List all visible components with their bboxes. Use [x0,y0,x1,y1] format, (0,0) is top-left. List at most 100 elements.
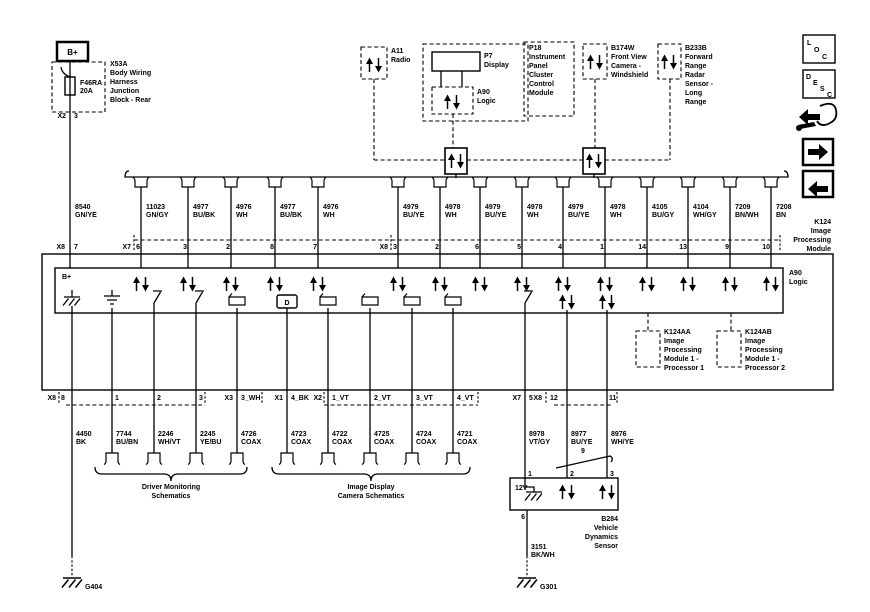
desc-letter: E [813,80,818,87]
junction-id: X53A [110,61,128,68]
serial-data-icon [471,275,489,293]
sensor-name: Vehicle [594,525,618,532]
connector-icon [444,452,462,466]
wire-color: BU/YE [485,212,507,219]
pin-label: 7 [313,244,317,251]
wire-color: COAX [457,439,478,446]
conn-label: X7 [512,395,521,402]
arrow-right-button[interactable] [801,137,835,167]
ground-icon [61,577,83,589]
wire-num: 4725 [374,431,390,438]
serial-data-icon [554,275,572,293]
sensor-name: Sensor [594,543,618,550]
logic-id: A90 [789,270,802,277]
k124-name: Image [811,228,831,235]
pin-label: 13 [679,244,687,251]
arrow-left-button[interactable] [801,169,835,199]
serial-data-icon [679,275,697,293]
pin-label: 7 [74,244,78,251]
group-label: Camera Schematics [338,493,405,500]
wire-num: 4979 [568,204,584,211]
bplus-box [55,40,90,63]
wire-num: 7208 [776,204,792,211]
k124-name: Processing [793,237,831,244]
desc-button[interactable] [802,69,836,99]
wire-num: 8977 [571,431,587,438]
radar-name: Range [685,63,707,70]
radar-name: Radar [685,72,705,79]
serial-data-icon [266,275,284,293]
pin-label: 2 [157,395,161,402]
loc-button[interactable] [802,34,836,64]
cluster-id: P18 [529,45,542,52]
conn-label: X7 [122,244,131,251]
display-name: Display [484,62,509,69]
display-logic-id: A90 [477,89,490,96]
logic-name: Logic [789,279,808,286]
pin-label: 2 [570,471,574,478]
radar-id: B233B [685,45,707,52]
serial-data-icon [721,275,739,293]
pin-label: 3_WH [241,395,260,402]
wire-num: 8976 [611,431,627,438]
pin-label: 2 [435,244,439,251]
pin-label: 12 [550,395,558,402]
connector-icon [309,176,327,188]
wire-num: 4726 [241,431,257,438]
serial-data-icon [309,275,327,293]
pin-label: 3 [183,244,187,251]
pin-label: 3 [199,395,203,402]
coax-plug-icon [361,292,379,306]
serial-data-icon [638,275,656,293]
display-logic-box [431,86,474,115]
camera-name: Camera - [611,63,642,70]
junction-pin: 3 [74,113,78,120]
fuse-hook [60,66,71,78]
radar-name: Forward [685,54,713,61]
processor2-name: Processing [745,347,783,354]
wire-color: COAX [241,439,262,446]
wire-num: 4450 [76,431,92,438]
connector-icon [266,176,284,188]
serial-data-icon [762,275,780,293]
pin-label: 4 [558,244,562,251]
pin-label: 2_VT [374,395,391,402]
wire-color: WH/VT [158,439,181,446]
pan-hand-icon[interactable] [796,102,838,131]
pin-label: 4_BK [291,395,309,402]
cluster-name: Instrument [529,54,566,61]
connector-icon [596,176,614,188]
pin-label: 8 [270,244,274,251]
bus-line [124,170,789,178]
pin-label: 6 [521,514,525,521]
twisted-pair-icon [555,455,613,469]
connector-icon [187,452,205,466]
wire-color: COAX [291,439,312,446]
serial-data-icon [598,483,616,501]
pin-label: 3_VT [416,395,433,402]
chassis-ground-icon [524,491,543,502]
junction-name: Harness [110,79,138,86]
display-id: P7 [484,53,493,60]
supply-label: 12V [515,485,528,492]
junction-name: Block - Rear [110,97,151,104]
wire-color: YE/BU [200,439,221,446]
wire-num: 8978 [529,431,545,438]
wire-num: 2245 [200,431,216,438]
serial-data-icon [132,275,150,293]
cluster-name: Panel [529,63,548,70]
processor1-name: Image [664,338,684,345]
logic-box [54,267,784,314]
pin-label: 6 [136,244,140,251]
connector-icon [638,176,656,188]
connector-icon [471,176,489,188]
serial-data-icon [513,275,531,293]
twist-label: 9 [581,448,585,455]
wire-color: WH [236,212,248,219]
sensor-box [509,477,619,511]
conn-label: X8 [56,244,65,251]
ground-icon [516,577,538,589]
wire-num: 4723 [291,431,307,438]
processor2-name: Processor 2 [745,365,785,372]
